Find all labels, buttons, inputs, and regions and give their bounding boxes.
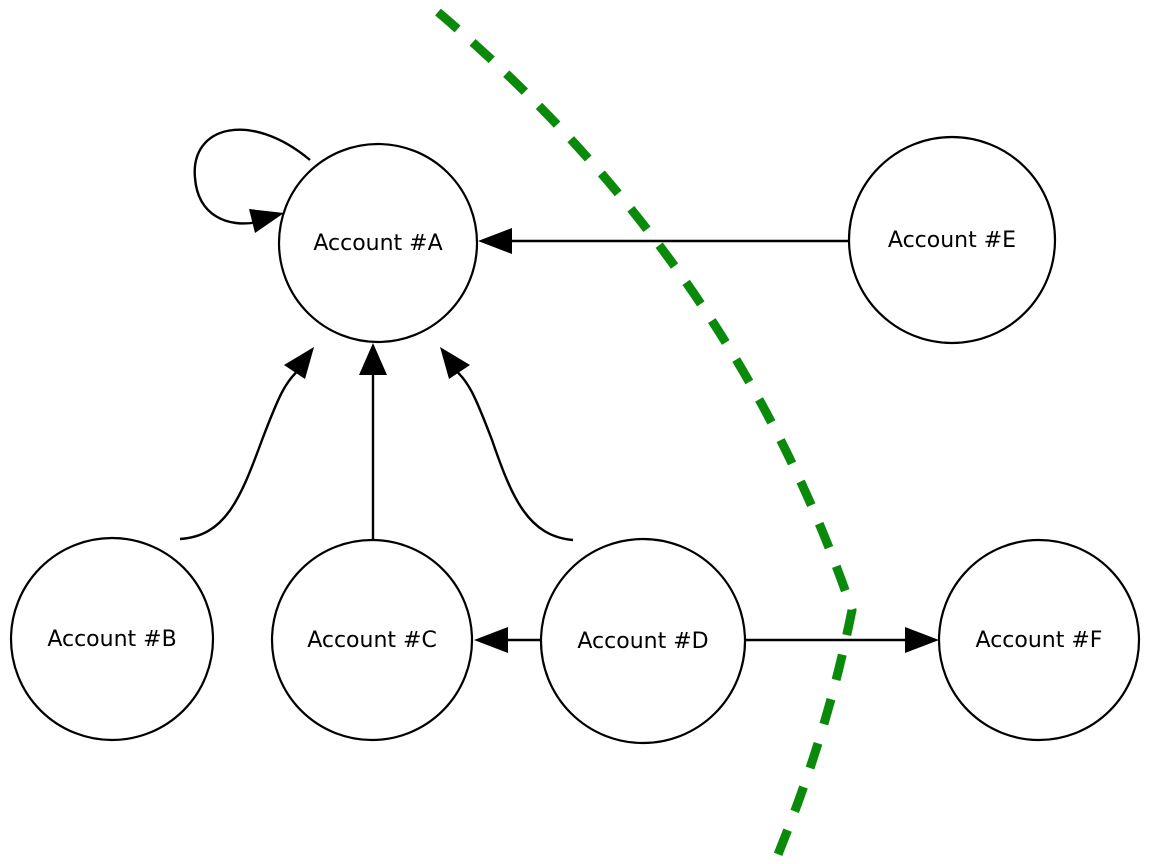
node-account-e[interactable]: Account #E bbox=[847, 135, 1057, 345]
edge-a-to-a-self-loop[interactable] bbox=[193, 128, 311, 233]
edge-e-to-a[interactable] bbox=[478, 228, 849, 254]
edge-d-to-f[interactable] bbox=[745, 627, 939, 653]
node-account-b-circle bbox=[9, 536, 215, 742]
edge-d-to-a-curve bbox=[449, 365, 574, 542]
edge-a-to-a-arrowhead bbox=[249, 209, 284, 233]
node-account-a-circle bbox=[277, 142, 479, 344]
edge-d-to-f-arrowhead bbox=[905, 627, 939, 653]
node-account-a[interactable]: Account #A bbox=[277, 142, 479, 344]
edge-b-to-a[interactable] bbox=[179, 347, 314, 541]
trust-boundary-dashed-arc bbox=[435, 8, 857, 864]
edge-d-to-a-arrowhead bbox=[440, 347, 470, 379]
node-account-e-circle bbox=[847, 135, 1057, 345]
node-account-c-circle bbox=[270, 538, 474, 742]
node-account-f[interactable]: Account #F bbox=[937, 538, 1141, 742]
edge-c-to-a[interactable] bbox=[359, 343, 387, 540]
edge-b-to-a-arrowhead bbox=[284, 347, 314, 379]
node-account-b[interactable]: Account #B bbox=[9, 536, 215, 742]
node-account-c[interactable]: Account #C bbox=[270, 538, 474, 742]
node-account-d-circle bbox=[539, 537, 747, 745]
node-account-d[interactable]: Account #D bbox=[539, 537, 747, 745]
edge-b-to-a-curve bbox=[179, 365, 305, 541]
edge-d-to-a[interactable] bbox=[440, 347, 574, 542]
edge-c-to-a-arrowhead bbox=[359, 343, 387, 375]
edge-d-to-c[interactable] bbox=[474, 627, 541, 653]
edge-d-to-c-arrowhead bbox=[474, 627, 508, 653]
edge-e-to-a-arrowhead bbox=[478, 228, 512, 254]
edge-a-to-a-line bbox=[193, 128, 311, 225]
node-account-f-circle bbox=[937, 538, 1141, 742]
